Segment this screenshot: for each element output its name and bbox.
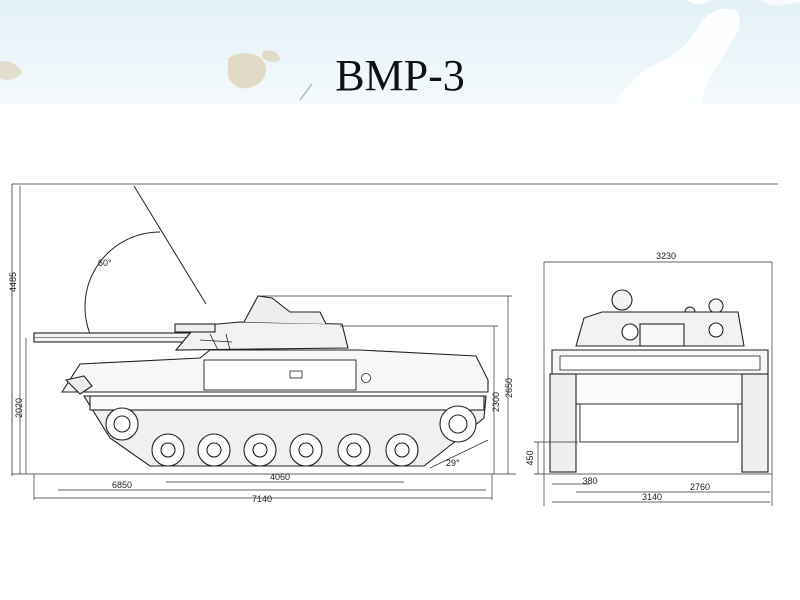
dim-length-hull: 6850 xyxy=(112,480,132,490)
dim-track-width: 380 xyxy=(582,476,597,486)
dim-length-total: 7140 xyxy=(252,494,272,504)
side-hull-panel xyxy=(203,359,357,391)
dim-overall-width: 3230 xyxy=(656,251,676,261)
side-vision-port xyxy=(289,370,303,379)
dim-ground-clearance: 450 xyxy=(525,450,535,465)
dim-turret-height: 2650 xyxy=(504,378,514,398)
front-right-track xyxy=(741,373,769,473)
dim-hull-width: 3140 xyxy=(642,492,662,502)
dim-track-contact: 4060 xyxy=(270,472,290,482)
front-view xyxy=(549,289,769,473)
drawing-frame xyxy=(11,183,778,476)
front-sight-left xyxy=(611,289,633,311)
dim-departure-angle: 29° xyxy=(446,458,460,468)
road-wheels xyxy=(151,433,419,467)
header-band xyxy=(0,0,800,104)
decorative-map-blob xyxy=(0,0,800,104)
track-outline xyxy=(83,395,487,467)
side-view xyxy=(33,185,489,467)
front-lower-hull xyxy=(569,373,749,405)
slide-title: BMP-3 xyxy=(335,51,465,100)
dim-total-height: 4485 xyxy=(8,272,18,292)
front-view-dimension-lines xyxy=(534,261,773,506)
track-top-skirt xyxy=(89,395,485,411)
gun-elevated-line xyxy=(133,185,207,305)
side-view-dimension-lines xyxy=(12,186,516,500)
dim-hull-height: 2020 xyxy=(14,398,24,418)
dim-track-gauge: 2760 xyxy=(690,482,710,492)
front-sight-right xyxy=(708,298,724,314)
front-left-track xyxy=(549,373,577,473)
side-hatch-circle xyxy=(361,373,371,383)
dim-hull-top-height: 2300 xyxy=(491,392,501,412)
dim-gun-elevation: 60° xyxy=(98,258,112,268)
gun-elevation-arc xyxy=(84,231,161,335)
